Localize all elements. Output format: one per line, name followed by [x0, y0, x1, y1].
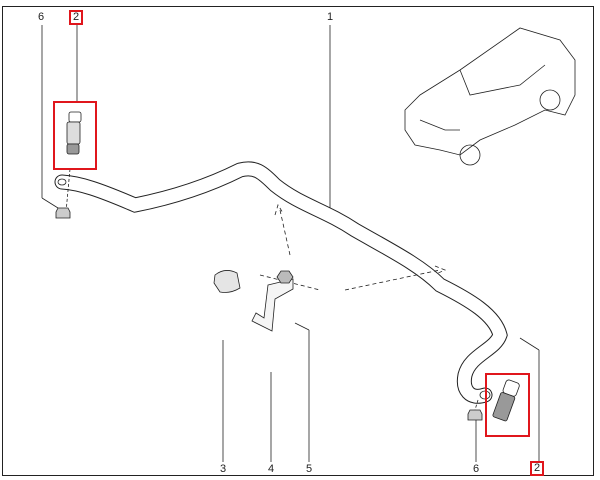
callout-1[interactable]: 1: [326, 11, 334, 23]
bracket[interactable]: [251, 278, 294, 332]
highlight-box-right: [485, 373, 530, 437]
bushing[interactable]: [213, 270, 241, 293]
bracket-nut[interactable]: [276, 270, 294, 284]
nut-right[interactable]: [467, 409, 483, 421]
nut-left[interactable]: [55, 207, 71, 219]
callout-2-right[interactable]: 2: [530, 461, 544, 476]
leader-lines: [41, 25, 540, 462]
callout-3[interactable]: 3: [219, 463, 227, 475]
callout-4[interactable]: 4: [267, 463, 275, 475]
callout-6-left[interactable]: 6: [37, 11, 45, 23]
stabilizer-link-right[interactable]: [492, 379, 520, 422]
callout-6-right[interactable]: 6: [472, 463, 480, 475]
stabilizer-link-left[interactable]: [66, 111, 82, 155]
vehicle-thumbnail: [404, 27, 576, 166]
callout-2-left[interactable]: 2: [69, 10, 83, 25]
callout-5[interactable]: 5: [305, 463, 313, 475]
highlight-box-left: [53, 101, 97, 170]
diagram-frame: [2, 6, 594, 476]
